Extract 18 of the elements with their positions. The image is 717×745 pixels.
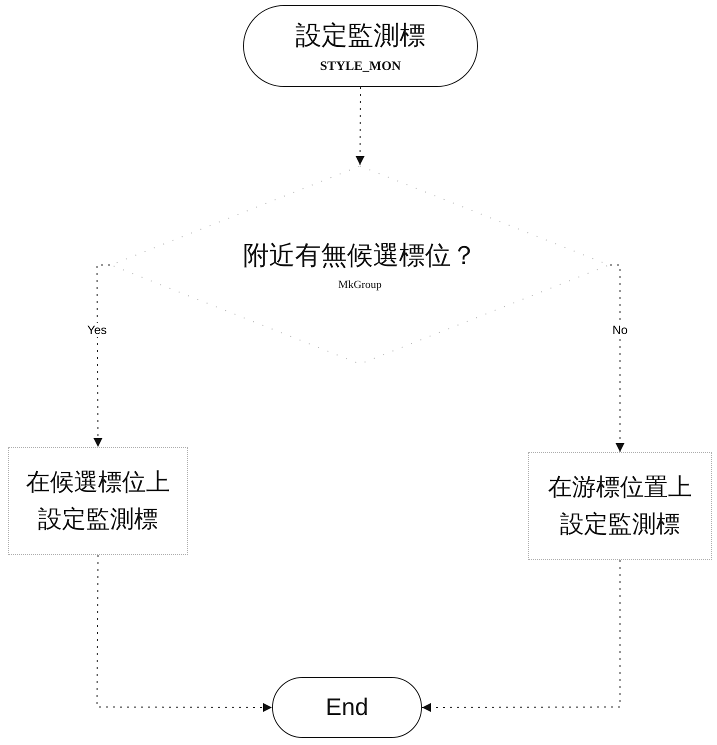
edge-label: No: [610, 323, 630, 337]
code-text: STYLE_MON: [320, 57, 401, 76]
arrow: [96, 554, 272, 712]
question-text: 附近有無候選標位？: [243, 240, 477, 274]
code-text: MkGroup: [338, 278, 382, 293]
arrow: [356, 86, 365, 166]
end-text: End: [326, 692, 368, 723]
arrow: [93, 264, 110, 448]
arrow: [422, 560, 620, 712]
process-text: 在候選標位上設定監測標: [24, 466, 171, 535]
title-text: 設定監測標: [296, 20, 426, 53]
arrow: [610, 264, 624, 452]
terminal-box: [243, 5, 478, 87]
process-box: [528, 452, 712, 560]
process-box: [8, 447, 188, 555]
terminal-box: [272, 677, 422, 738]
process-text: 在游標位置上設定監測標: [546, 472, 693, 540]
edge-label: Yes: [85, 323, 109, 337]
